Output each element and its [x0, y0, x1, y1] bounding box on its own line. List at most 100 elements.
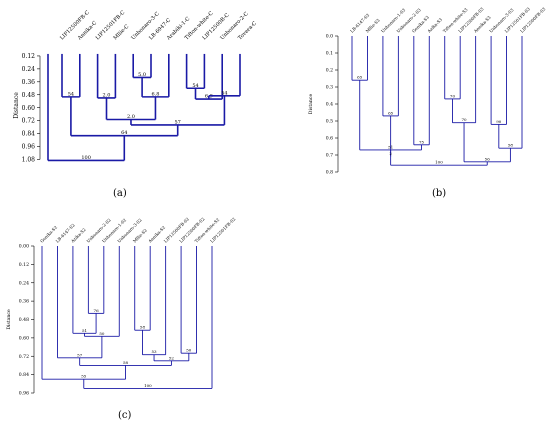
y-tick-label: 0.60 [22, 105, 36, 112]
y-tick-label: 0.24 [22, 66, 36, 73]
support-value: 50 [186, 348, 192, 353]
dendrogram-node: 2.0 [96, 53, 117, 99]
dendrogram-node: 6.8 [141, 53, 170, 98]
y-tick-label: 0.2 [326, 68, 333, 74]
y-tick-label: 0.24 [19, 280, 29, 286]
support-value: 2 [389, 151, 392, 156]
dendrogram-node: 6.9 [194, 53, 223, 100]
support-value: 58 [123, 360, 129, 365]
y-tick-label: 0.7 [326, 153, 333, 159]
dendrogram-node: 57 [57, 246, 103, 359]
y-tick-label: 0.12 [19, 262, 29, 268]
dendrogram-node: 2 [389, 115, 392, 157]
dendrogram-node: 64 [70, 96, 179, 137]
dendrogram-node: 75 [413, 36, 430, 146]
panel-caption-b: (b) [432, 188, 447, 199]
dendrogram-node: 100 [47, 53, 126, 162]
y-tick-label: 0.48 [22, 92, 36, 99]
dendrogram-node: 50 [84, 246, 120, 337]
y-tick-label: 0.96 [19, 391, 29, 397]
panel-caption-c: (c) [118, 410, 132, 421]
y-tick-label: 0.36 [19, 299, 29, 305]
leaf-label: Mllie-C [113, 24, 131, 42]
y-tick-label: 0.84 [22, 131, 36, 138]
support-value: 2.0 [127, 114, 135, 120]
dendrogram-node: 70 [452, 36, 477, 124]
y-tick-label: 0.6 [326, 136, 333, 142]
y-tick-label: 0.1 [326, 51, 333, 57]
y-tick-label: 1.08 [22, 156, 36, 163]
support-value: 51 [82, 328, 87, 333]
support-value: 100 [81, 155, 91, 161]
support-value: 54 [192, 83, 198, 89]
dendrogram-node: 54 [208, 53, 241, 100]
dendrogram-node: 54 [185, 53, 206, 90]
support-value: 65 [357, 75, 363, 80]
y-tick-label: 0.4 [326, 102, 333, 108]
y-axis-label: Distance [308, 94, 314, 115]
y-tick-label: 0.36 [22, 79, 36, 86]
dendrogram-node: 76 [87, 246, 105, 314]
support-value: 100 [435, 160, 443, 165]
dendrogram-node: 2.0 [105, 96, 157, 121]
support-value: 70 [461, 117, 467, 122]
support-value: 65 [388, 110, 394, 115]
support-value: 53 [151, 349, 157, 354]
y-tick-label: 0.48 [19, 317, 29, 323]
support-value: 56 [485, 156, 491, 161]
dendrogram-node: 100 [390, 156, 488, 166]
dendrogram-node: 50 [180, 246, 197, 354]
dendrogram-node: 90 [490, 36, 507, 125]
dendrogram-node: 58 [79, 357, 172, 366]
y-tick-label: 0.8 [326, 170, 333, 176]
support-value: 100 [144, 383, 152, 388]
support-value: 70 [450, 93, 456, 98]
support-value: 75 [419, 139, 425, 144]
y-tick-label: 0.00 [19, 244, 29, 250]
dendrogram-c: 0.00 0.12 0.24 0.36 0.48 0.60 0.72 0.84 0.96 Dist… [6, 216, 237, 397]
support-value: 58 [140, 325, 146, 330]
dendrogram-node: 55 [41, 246, 127, 380]
dendrogram-node: 54 [61, 53, 81, 98]
dendrogram-a: 0.120.240.360.480.600.720.840.961.08Dist… [13, 10, 258, 164]
y-axis-label: Distance [13, 92, 20, 119]
support-value: 54 [221, 90, 227, 96]
leaf-label: Mllie-S3 [365, 17, 381, 33]
support-value: 55 [81, 374, 87, 379]
support-value: 58 [508, 143, 514, 148]
leaf-label: LIP12501FB-C [95, 10, 127, 42]
support-value: 54 [68, 91, 74, 97]
support-value: 64 [121, 130, 127, 136]
support-value: 6.8 [151, 91, 159, 97]
y-axis-label: Distance [6, 309, 12, 330]
y-tick-label: 0.60 [19, 335, 29, 341]
support-value: 52 [169, 355, 175, 360]
y-tick-label: 0.96 [22, 144, 36, 151]
dendrogram-panel-c: 0.00 0.12 0.24 0.36 0.48 0.60 0.72 0.84 0.96 Dist… [0, 200, 275, 427]
y-tick-label: 0.0 [326, 34, 333, 40]
support-value: 5.0 [138, 72, 146, 78]
leaf-label: Mllie-S2 [132, 227, 148, 243]
support-value: 57 [175, 119, 181, 125]
dendrogram-node: 58 [134, 246, 151, 331]
dendrogram-node: 5.0 [132, 53, 152, 79]
dendrogram-node: 57 [130, 95, 226, 126]
dendrogram-b: 0.00.10.20.30.40.50.60.70.8DistanceLB-61… [308, 6, 547, 176]
dendrogram-node: 58 [498, 36, 523, 149]
dendrogram-node: 65 [382, 36, 399, 117]
y-tick-label: 0.84 [19, 372, 29, 378]
panel-caption-a: (a) [113, 188, 127, 199]
dendrogram-node: 65 [351, 36, 368, 81]
support-value: 57 [77, 352, 83, 357]
y-tick-label: 0.72 [22, 118, 36, 125]
y-tick-label: 0.3 [326, 85, 333, 91]
support-value: 76 [94, 308, 100, 313]
dendrogram-node: 70 [444, 36, 461, 100]
support-value: 50 [99, 331, 105, 336]
y-tick-label: 0.72 [19, 354, 29, 360]
dendrogram-node: 100 [83, 246, 213, 389]
leaf-label: LIP12500FB-C [59, 10, 91, 42]
dendrogram-node: 56 [463, 122, 511, 163]
